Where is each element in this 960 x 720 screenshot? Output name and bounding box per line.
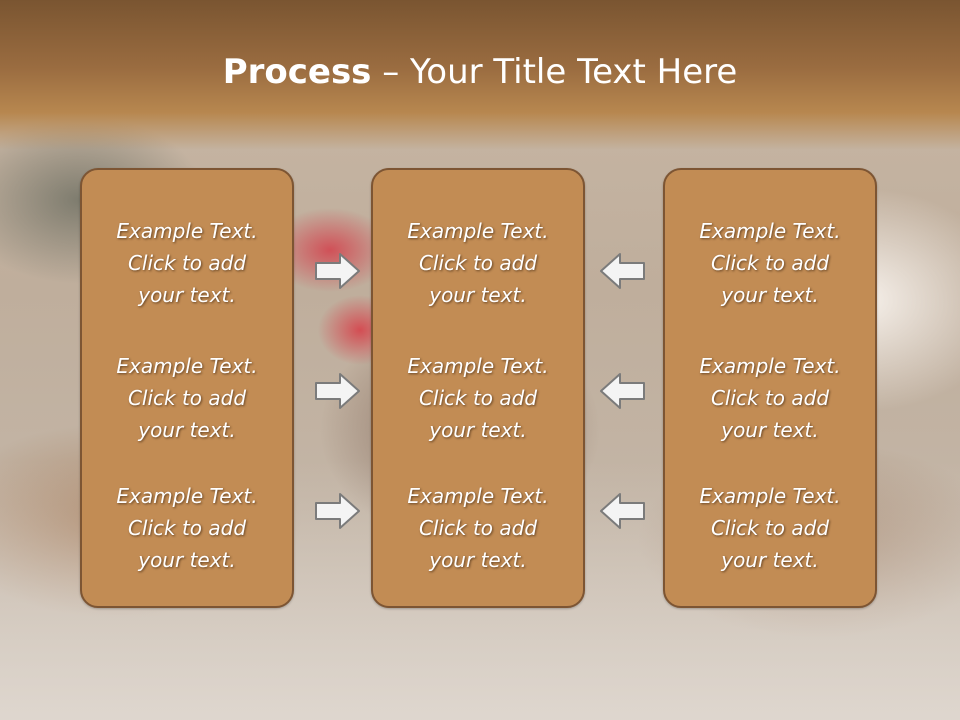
text-line: Example Text.	[116, 354, 258, 378]
process-box-right[interactable]: Example Text. Click to add your text. Ex…	[663, 168, 877, 608]
text-line: Example Text.	[699, 219, 841, 243]
left-arrow-icon[interactable]	[598, 371, 646, 411]
text-block[interactable]: Example Text. Click to add your text.	[373, 215, 583, 311]
text-block[interactable]: Example Text. Click to add your text.	[82, 480, 292, 576]
text-line: Example Text.	[407, 219, 549, 243]
slide-title[interactable]: Process – Your Title Text Here	[0, 52, 960, 92]
text-line: Click to add	[418, 251, 538, 275]
text-block[interactable]: Example Text. Click to add your text.	[373, 480, 583, 576]
text-line: Example Text.	[116, 484, 258, 508]
text-line: your text.	[721, 283, 819, 307]
text-line: your text.	[429, 418, 527, 442]
left-arrow-icon[interactable]	[598, 251, 646, 291]
title-band	[0, 0, 960, 150]
text-line: Click to add	[710, 386, 830, 410]
text-line: Example Text.	[407, 484, 549, 508]
text-line: your text.	[721, 418, 819, 442]
text-block[interactable]: Example Text. Click to add your text.	[665, 215, 875, 311]
title-bold: Process	[222, 52, 372, 92]
right-arrow-icon[interactable]	[314, 491, 362, 531]
text-line: your text.	[429, 283, 527, 307]
text-line: your text.	[721, 548, 819, 572]
text-line: your text.	[138, 418, 236, 442]
text-block[interactable]: Example Text. Click to add your text.	[82, 350, 292, 446]
right-arrow-icon[interactable]	[314, 251, 362, 291]
text-line: Example Text.	[699, 484, 841, 508]
text-line: Click to add	[710, 516, 830, 540]
text-block[interactable]: Example Text. Click to add your text.	[665, 480, 875, 576]
text-block[interactable]: Example Text. Click to add your text.	[665, 350, 875, 446]
text-line: your text.	[138, 548, 236, 572]
text-line: your text.	[429, 548, 527, 572]
text-block[interactable]: Example Text. Click to add your text.	[373, 350, 583, 446]
text-line: Example Text.	[116, 219, 258, 243]
right-arrow-icon[interactable]	[314, 371, 362, 411]
text-line: Click to add	[127, 386, 247, 410]
process-box-center[interactable]: Example Text. Click to add your text. Ex…	[371, 168, 585, 608]
text-line: Click to add	[127, 516, 247, 540]
text-block[interactable]: Example Text. Click to add your text.	[82, 215, 292, 311]
left-arrow-icon[interactable]	[598, 491, 646, 531]
text-line: Click to add	[710, 251, 830, 275]
title-rest: – Your Title Text Here	[371, 52, 738, 92]
text-line: your text.	[138, 283, 236, 307]
text-line: Click to add	[127, 251, 247, 275]
text-line: Example Text.	[699, 354, 841, 378]
text-line: Example Text.	[407, 354, 549, 378]
text-line: Click to add	[418, 516, 538, 540]
text-line: Click to add	[418, 386, 538, 410]
process-box-left[interactable]: Example Text. Click to add your text. Ex…	[80, 168, 294, 608]
